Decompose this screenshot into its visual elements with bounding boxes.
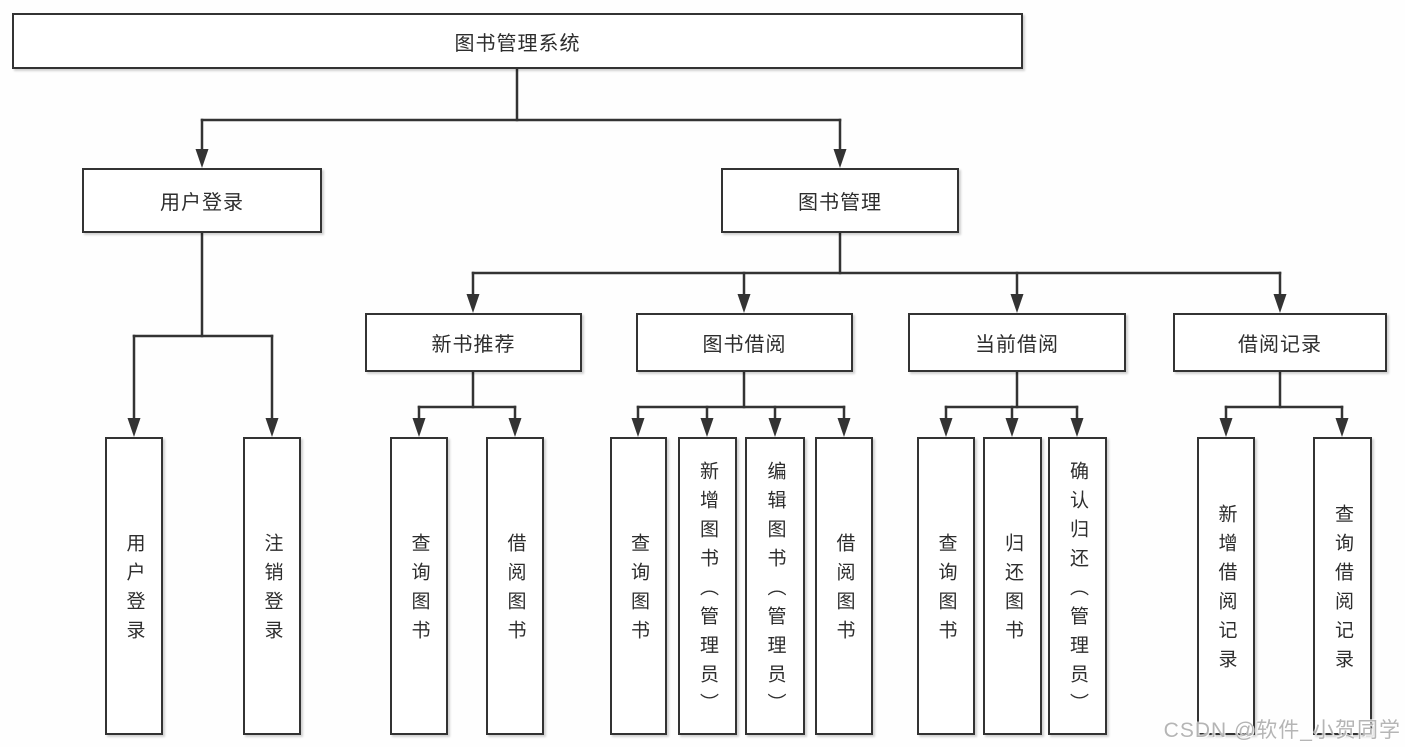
node-leaf-logout: 注销登录: [243, 437, 301, 735]
node-leaf-borrow-book-1: 借阅图书: [486, 437, 544, 735]
node-label-leaf-return-book: 归还图书: [1002, 533, 1023, 649]
arrowhead: [265, 418, 279, 437]
csdn-watermark: CSDN @软件_小贺同学: [1163, 719, 1401, 742]
node-root: 图书管理系统: [12, 13, 1023, 69]
arrowhead: [466, 294, 480, 313]
arrowhead: [195, 149, 209, 168]
node-book-borrow: 图书借阅: [636, 313, 853, 372]
node-label-leaf-confirm-return: 确认归还（管理员）: [1067, 460, 1088, 722]
arrowhead: [837, 418, 851, 437]
arrowhead: [631, 418, 645, 437]
node-leaf-edit-book: 编辑图书（管理员）: [745, 437, 805, 735]
node-label-current-borrow: 当前借阅: [975, 334, 1059, 356]
node-label-leaf-query-book-3: 查询图书: [935, 533, 957, 649]
arrowhead: [1010, 294, 1024, 313]
arrowhead: [1005, 418, 1019, 437]
arrowhead: [737, 294, 751, 313]
node-leaf-add-borrow-record: 新增借阅记录: [1197, 437, 1255, 735]
arrowhead: [1273, 294, 1287, 313]
node-label-leaf-add-borrow-record: 新增借阅记录: [1215, 504, 1237, 678]
arrowhead: [768, 418, 782, 437]
node-label-new-book-recommend: 新书推荐: [431, 334, 516, 356]
node-label-book-borrow: 图书借阅: [702, 334, 787, 356]
node-current-borrow: 当前借阅: [908, 313, 1126, 372]
node-label-book-management: 图书管理: [798, 192, 882, 214]
node-leaf-query-borrow-record: 查询借阅记录: [1313, 437, 1372, 735]
node-leaf-query-book-3: 查询图书: [917, 437, 975, 735]
node-leaf-confirm-return: 确认归还（管理员）: [1048, 437, 1107, 735]
node-label-leaf-query-borrow-record: 查询借阅记录: [1332, 504, 1353, 678]
node-leaf-query-book-1: 查询图书: [390, 437, 448, 735]
arrowhead: [127, 418, 141, 437]
node-leaf-user-login: 用户登录: [105, 437, 163, 735]
arrowhead: [1335, 418, 1349, 437]
node-label-leaf-borrow-book-1: 借阅图书: [504, 533, 526, 649]
arrowhead: [939, 418, 953, 437]
node-leaf-borrow-book-2: 借阅图书: [815, 437, 873, 735]
node-borrow-records: 借阅记录: [1173, 313, 1387, 372]
arrowhead: [1070, 418, 1084, 437]
arrowhead: [508, 418, 522, 437]
node-leaf-query-book-2: 查询图书: [610, 437, 667, 735]
arrowhead: [1219, 418, 1233, 437]
node-new-book-recommend: 新书推荐: [365, 313, 582, 372]
node-label-leaf-query-book-2: 查询图书: [628, 533, 649, 649]
node-label-root: 图书管理系统: [454, 32, 581, 55]
node-label-user-login: 用户登录: [160, 192, 244, 214]
node-label-leaf-user-login: 用户登录: [123, 533, 145, 649]
node-book-management: 图书管理: [721, 168, 959, 233]
arrowhead: [833, 149, 847, 168]
node-leaf-add-book: 新增图书（管理员）: [678, 437, 737, 735]
node-label-leaf-add-book: 新增图书（管理员）: [697, 460, 718, 722]
arrowhead: [700, 418, 714, 437]
node-label-leaf-borrow-book-2: 借阅图书: [833, 533, 855, 649]
node-label-borrow-records: 借阅记录: [1238, 334, 1322, 356]
node-user-login: 用户登录: [82, 168, 322, 233]
node-label-leaf-query-book-1: 查询图书: [408, 533, 430, 649]
node-leaf-return-book: 归还图书: [983, 437, 1042, 735]
arrowhead: [412, 418, 426, 437]
node-label-leaf-logout: 注销登录: [261, 533, 283, 649]
node-label-leaf-edit-book: 编辑图书（管理员）: [764, 460, 786, 722]
